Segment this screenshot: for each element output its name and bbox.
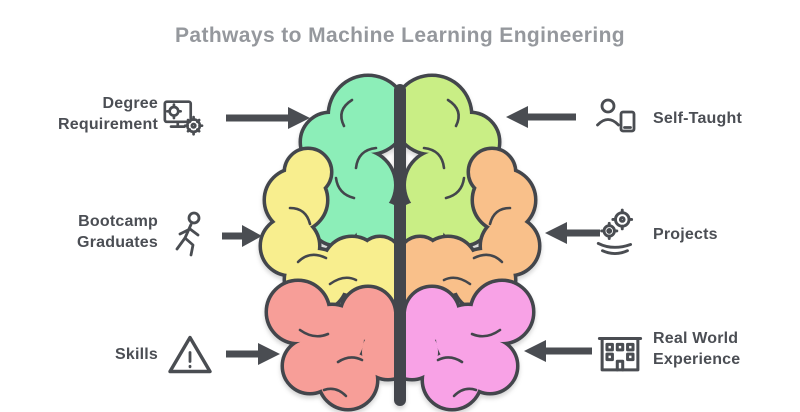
label-line: Real World	[653, 330, 739, 347]
label-line: Graduates	[77, 234, 158, 251]
arrow-skills	[226, 343, 280, 365]
brain-folds	[288, 98, 512, 398]
label-line: Bootcamp	[78, 213, 158, 230]
label-line: Experience	[653, 351, 741, 368]
triangle-icon	[166, 330, 214, 380]
gears-swoosh-icon	[591, 205, 641, 261]
building-windows-icon	[594, 323, 646, 381]
real-world-experience-label: Real World Experience	[653, 328, 793, 370]
projects-label: Projects	[653, 224, 793, 245]
arrow-bootcamp-graduates	[222, 225, 262, 247]
degree-requirement-label: Degree Requirement	[8, 93, 158, 135]
skills-label: Skills	[8, 344, 158, 365]
person-device-icon	[593, 93, 641, 145]
monitor-gears-icon	[161, 95, 207, 141]
label-line: Requirement	[58, 116, 158, 133]
label-line: Projects	[653, 226, 718, 243]
running-person-icon	[167, 209, 215, 261]
arrows	[222, 106, 600, 365]
label-line: Degree	[102, 95, 158, 112]
brain	[262, 77, 538, 408]
right-hemisphere	[402, 77, 538, 408]
self-taught-label: Self-Taught	[653, 108, 793, 129]
arrow-degree-requirement	[226, 107, 310, 129]
bootcamp-graduates-label: Bootcamp Graduates	[8, 211, 158, 253]
label-line: Self-Taught	[653, 110, 743, 127]
diagram-title: Pathways to Machine Learning Engineering	[174, 24, 626, 47]
arrow-self-taught	[506, 106, 576, 128]
brain-fissure	[394, 84, 406, 406]
arrow-projects	[545, 222, 600, 244]
left-hemisphere	[262, 77, 398, 408]
label-line: Skills	[114, 346, 158, 363]
arrow-real-world-experience	[524, 340, 592, 362]
